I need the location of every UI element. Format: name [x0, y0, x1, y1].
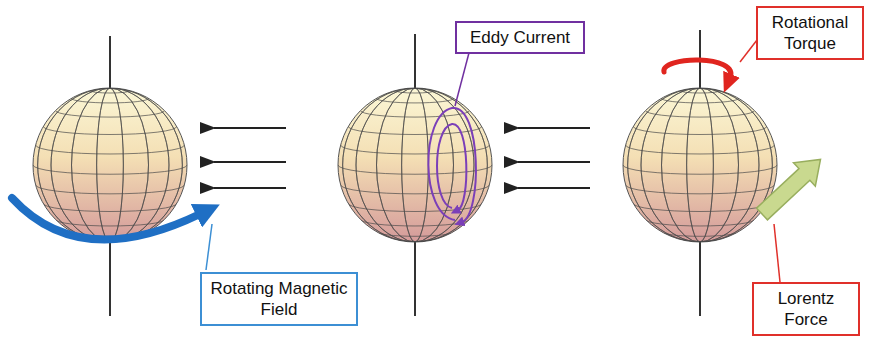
latitude-line — [36, 185, 185, 194]
field-arrow — [214, 187, 286, 189]
latitude-line — [377, 98, 454, 103]
longitude-line — [51, 88, 169, 242]
axis-line — [109, 242, 111, 316]
longitude-line — [687, 88, 714, 242]
eddy-current-loops — [428, 108, 476, 222]
longitude-line — [356, 88, 474, 242]
longitude-line — [628, 88, 773, 242]
axis-line — [699, 242, 701, 316]
sphere-group — [33, 30, 777, 316]
axis-line — [109, 36, 111, 88]
longitude-line — [628, 88, 773, 242]
longitude-line — [72, 88, 149, 242]
longitude-line — [641, 88, 759, 242]
sphere-body — [623, 88, 777, 242]
latitude-line — [626, 145, 775, 154]
sphere-grid — [338, 88, 492, 242]
latitude-line — [646, 219, 755, 226]
latitude-line — [633, 204, 766, 212]
longitude-line — [97, 88, 124, 242]
longitude-line — [377, 88, 454, 242]
sphere-grid — [33, 88, 187, 242]
longitude-line — [38, 88, 183, 242]
latitude-line — [633, 127, 766, 135]
sphere-grid — [623, 88, 777, 242]
longitude-line — [343, 88, 488, 242]
longitude-line — [402, 88, 429, 242]
axis-line — [414, 34, 416, 88]
longitude-line — [38, 88, 183, 242]
latitude-line — [56, 219, 165, 226]
axis-line — [414, 242, 416, 316]
sphere — [623, 30, 777, 316]
sphere — [338, 34, 492, 316]
label-box: Eddy Current — [455, 21, 585, 54]
label-box: Rotating Magnetic Field — [200, 272, 358, 326]
latitude-line — [646, 111, 755, 118]
latitude-line — [43, 204, 176, 212]
longitude-line — [641, 88, 759, 242]
latitude-line — [626, 185, 775, 194]
field-arrow — [518, 161, 590, 163]
label-text: Rotating Magnetic Field — [210, 278, 348, 320]
leader-line — [740, 40, 757, 62]
leader-line — [774, 224, 780, 282]
longitude-line — [97, 88, 124, 242]
latitude-line — [662, 98, 739, 103]
field-arrows — [214, 128, 286, 188]
latitude-line — [33, 165, 187, 174]
label-text: Lorentz Force — [762, 288, 850, 330]
longitude-line — [662, 88, 739, 242]
latitude-line — [341, 185, 490, 194]
eddy-loop — [428, 108, 476, 222]
field-arrow — [214, 127, 286, 129]
force-arrow — [751, 148, 831, 226]
label-box: Rotational Torque — [756, 6, 864, 60]
field-arrows — [518, 128, 590, 188]
longitude-line — [356, 88, 474, 242]
latitude-line — [338, 165, 492, 174]
eddy-loop — [437, 124, 466, 210]
sphere-body — [338, 88, 492, 242]
field-arrow — [214, 161, 286, 163]
leader-line — [455, 49, 470, 106]
latitude-line — [361, 111, 470, 118]
rotation-arrow — [12, 198, 200, 239]
label-box: Lorentz Force — [752, 282, 860, 336]
field-arrow — [518, 187, 590, 189]
label-text: Eddy Current — [470, 27, 570, 48]
latitude-line — [341, 145, 490, 154]
sphere — [33, 36, 187, 316]
longitude-line — [402, 88, 429, 242]
longitude-line — [662, 88, 739, 242]
longitude-line — [72, 88, 149, 242]
leader-line — [206, 224, 212, 270]
latitude-line — [36, 145, 185, 154]
longitude-line — [377, 88, 454, 242]
latitude-line — [56, 111, 165, 118]
field-arrow — [518, 127, 590, 129]
longitude-line — [687, 88, 714, 242]
torque-arrow — [664, 60, 731, 78]
sphere-body — [33, 88, 187, 242]
longitude-line — [343, 88, 488, 242]
latitude-line — [43, 127, 176, 135]
longitude-line — [51, 88, 169, 242]
label-text: Rotational Torque — [766, 12, 854, 54]
latitude-line — [72, 98, 149, 103]
latitude-line — [623, 165, 777, 174]
